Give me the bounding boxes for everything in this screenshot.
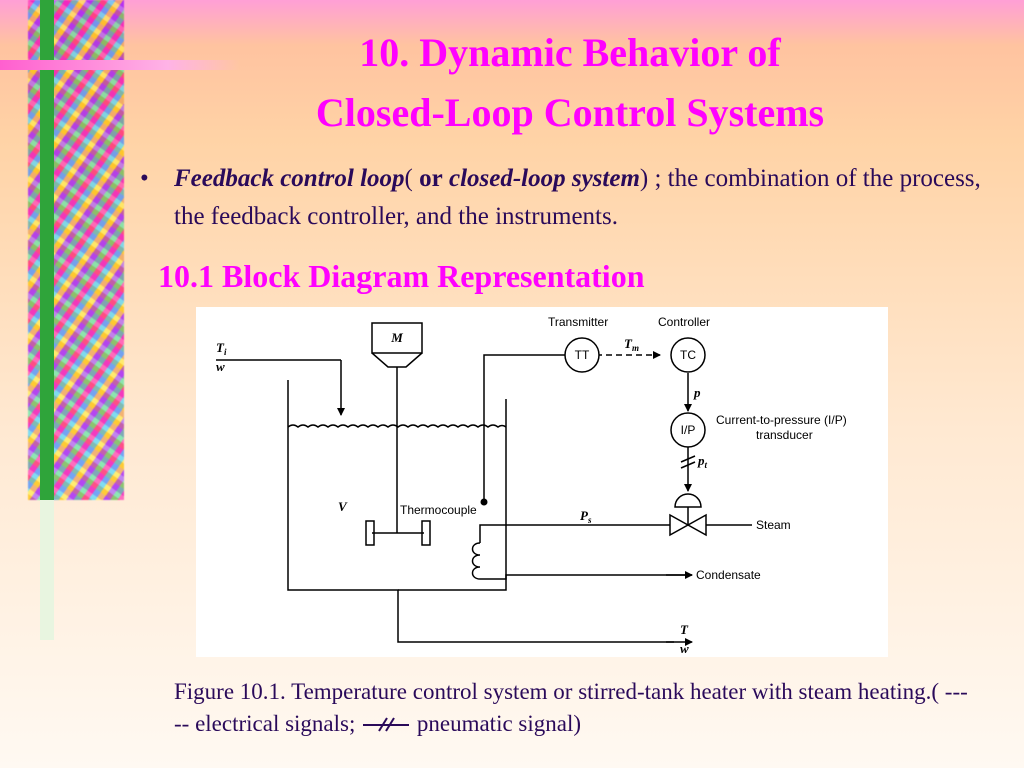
impeller-blade-left	[365, 520, 375, 546]
diagram-svg: Transmitter Controller TT TC I/P M V The…	[216, 315, 847, 656]
liquid-surface	[287, 424, 507, 428]
condensate-line	[480, 574, 692, 580]
steam-supply-line	[479, 524, 670, 543]
thermocouple-sensor	[480, 498, 488, 506]
bullet-definition: ; the combination of the process, the fe…	[174, 165, 981, 230]
label-thermocouple: Thermocouple	[400, 503, 477, 517]
transmitter-circle	[564, 337, 600, 373]
label-w-out: w	[680, 641, 689, 656]
label-ps: Ps	[580, 508, 592, 525]
label-volume: V	[338, 499, 348, 514]
label-pt: pt	[697, 453, 708, 470]
label-steam: Steam	[756, 518, 791, 532]
pneumatic-signal-symbol	[363, 717, 410, 732]
decorative-green-bar	[40, 0, 54, 640]
label-motor: M	[390, 330, 403, 345]
term-closed-loop-system: closed-loop system	[448, 165, 640, 192]
slide-title-line-2: Closed-Loop Control Systems	[315, 90, 825, 135]
label-tm: Tm	[624, 336, 639, 353]
heating-coil	[471, 542, 481, 580]
controller-circle	[670, 337, 706, 373]
tank-right-wall	[398, 399, 507, 591]
term-feedback-control-loop: Feedback control loop	[174, 165, 405, 192]
label-ti: Ti	[216, 340, 227, 357]
label-tt: TT	[575, 348, 590, 362]
motor-box	[371, 322, 423, 354]
caption-text-1: Figure 10.1. Temperature control system …	[174, 679, 968, 736]
bullet-text: Feedback control loop( or closed-loop sy…	[174, 160, 1014, 236]
pneumatic-hash-2	[680, 461, 696, 469]
decorative-pale-bar	[40, 500, 54, 640]
paren-close: )	[639, 165, 649, 192]
ip-transducer-circle	[670, 412, 706, 448]
label-transmitter: Transmitter	[548, 315, 608, 329]
label-w-in: w	[216, 359, 225, 374]
slide-title-line-1: 10. Dynamic Behavior of	[359, 30, 781, 75]
label-controller: Controller	[658, 315, 710, 329]
stirred-tank-diagram: Transmitter Controller TT TC I/P M V The…	[196, 307, 888, 657]
impeller-blade-right	[421, 520, 431, 546]
valve-body	[669, 513, 707, 537]
label-ip: I/P	[681, 423, 696, 437]
word-or: or	[419, 165, 443, 192]
decorative-pink-line	[0, 60, 240, 70]
caption-text-2: pneumatic signal)	[411, 711, 582, 736]
label-tc: TC	[680, 348, 696, 362]
pneumatic-hash-1	[680, 455, 696, 463]
section-heading: 10.1 Block Diagram Representation	[158, 258, 645, 294]
figure-caption: Figure 10.1. Temperature control system …	[174, 676, 974, 740]
label-ip-line1: Current-to-pressure (I/P)	[716, 413, 847, 427]
motor-base	[371, 352, 423, 368]
label-t-out: T	[680, 622, 689, 637]
label-p: p	[693, 385, 701, 400]
paren-open: (	[404, 165, 420, 192]
thermocouple-lead	[483, 354, 568, 502]
label-ip-line2: transducer	[756, 428, 813, 442]
label-condensate: Condensate	[696, 568, 761, 582]
bullet-marker: •	[140, 165, 149, 192]
valve-actuator	[674, 493, 702, 508]
